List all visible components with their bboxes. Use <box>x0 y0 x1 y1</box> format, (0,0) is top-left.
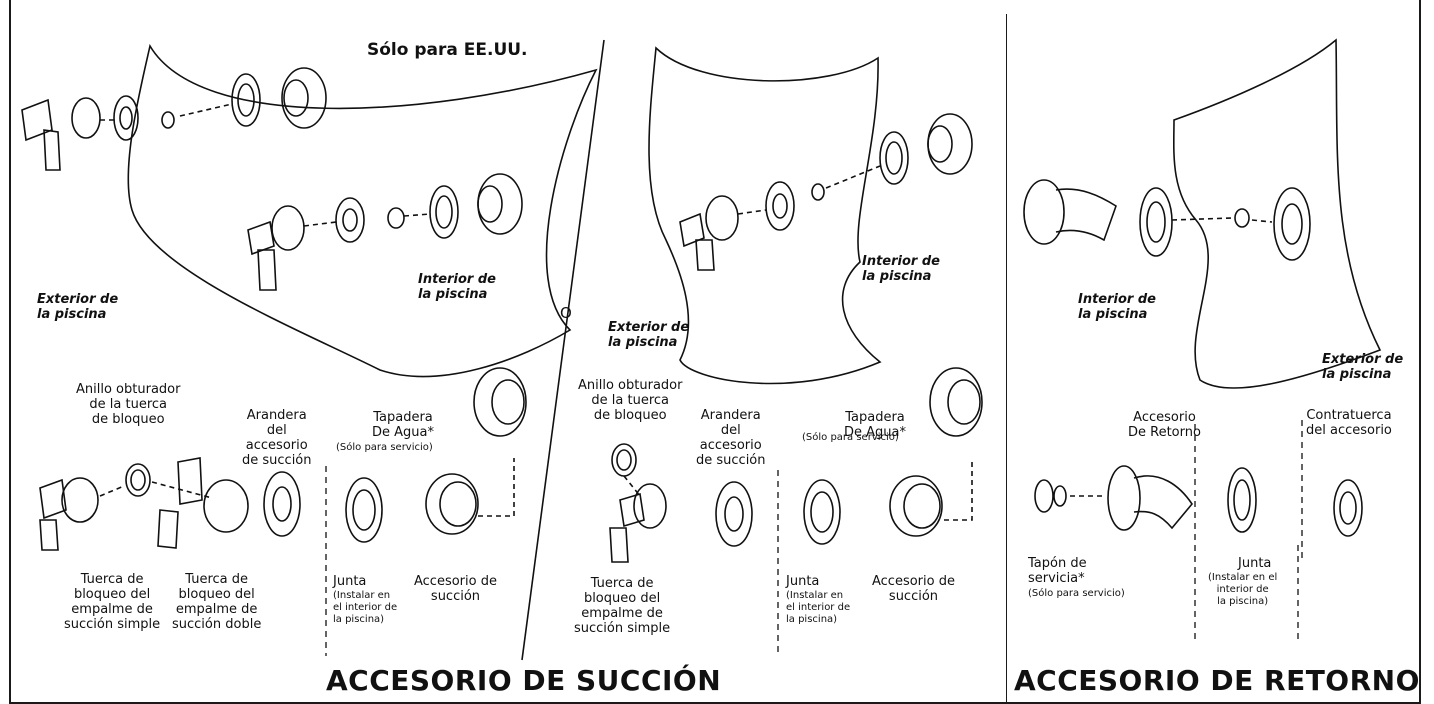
or-separator: O <box>560 304 572 322</box>
region-middle-interior: Interior de la piscina <box>862 254 940 284</box>
label-nut-simple-2: Tuerca de bloqueo del empalme de succión… <box>574 576 671 636</box>
label-return-gasket-note: (Instalar en el interior de la piscina) <box>1208 572 1278 607</box>
lower-suction-assembly <box>247 173 523 291</box>
suction-parts-row-left <box>39 367 527 551</box>
region-left-exterior: Exterior de la piscina <box>37 292 119 322</box>
label-suction-fitting-2: Accesorio de succión <box>872 574 955 604</box>
usa-only-note: Sólo para EE.UU. <box>367 40 528 60</box>
label-gasket: Junta <box>333 574 367 589</box>
label-cap: Tapadera De Agua* <box>372 410 434 440</box>
label-service-plug-note: (Sólo para servicio) <box>1028 588 1125 599</box>
label-return-locknut: Contratuerca del accesorio <box>1306 408 1392 438</box>
label-nut-simple: Tuerca de bloqueo del empalme de succión… <box>64 572 161 632</box>
title-return-fitting: ACCESORIO DE RETORNO <box>1014 664 1420 697</box>
label-return-gasket: Junta <box>1238 556 1272 571</box>
label-washer: Arandera del accesorio de succión <box>242 408 312 468</box>
or-separator-line <box>521 39 605 661</box>
label-return-fitting: Accesorio De Retorno <box>1128 410 1201 440</box>
label-nut-double: Tuerca de bloqueo del empalme de succión… <box>172 572 262 632</box>
diagram-frame <box>9 0 1421 704</box>
region-right-interior: Interior de la piscina <box>1078 292 1156 322</box>
label-gasket-note-2: (Instalar en el interior de la piscina) <box>786 590 851 625</box>
return-parts-row <box>1034 465 1363 537</box>
upper-suction-assembly <box>21 67 327 171</box>
pool-wall-left <box>127 43 598 378</box>
suction-parts-row-middle <box>609 367 983 563</box>
label-gasket-2: Junta <box>786 574 820 589</box>
region-right-exterior: Exterior de la piscina <box>1322 352 1404 382</box>
region-left-interior: Interior de la piscina <box>418 272 496 302</box>
pool-wall-right <box>1172 38 1382 389</box>
region-middle-exterior: Exterior de la piscina <box>608 320 690 350</box>
label-gasket-note: (Instalar en el interior de la piscina) <box>333 590 398 625</box>
middle-suction-assembly <box>679 113 973 271</box>
label-cap-note-2: (Sólo para servicio) <box>802 432 899 443</box>
label-lock-ring-2: Anillo obturador de la tuerca de bloqueo <box>578 378 683 423</box>
upper-return-assembly <box>1023 179 1311 261</box>
label-lock-ring: Anillo obturador de la tuerca de bloqueo <box>76 382 181 427</box>
label-suction-fitting: Accesorio de succión <box>414 574 497 604</box>
section-divider <box>1006 14 1007 704</box>
label-washer-2: Arandera del accesorio de succión <box>696 408 766 468</box>
label-cap-2: Tapadera De Agua* <box>844 410 906 440</box>
title-suction-fitting: ACCESORIO DE SUCCIÓN <box>326 664 722 697</box>
label-cap-note: (Sólo para servicio) <box>336 442 433 453</box>
label-service-plug: Tapón de servicia* <box>1028 556 1087 586</box>
pool-wall-middle <box>648 46 882 385</box>
leader-lines <box>325 420 1303 656</box>
